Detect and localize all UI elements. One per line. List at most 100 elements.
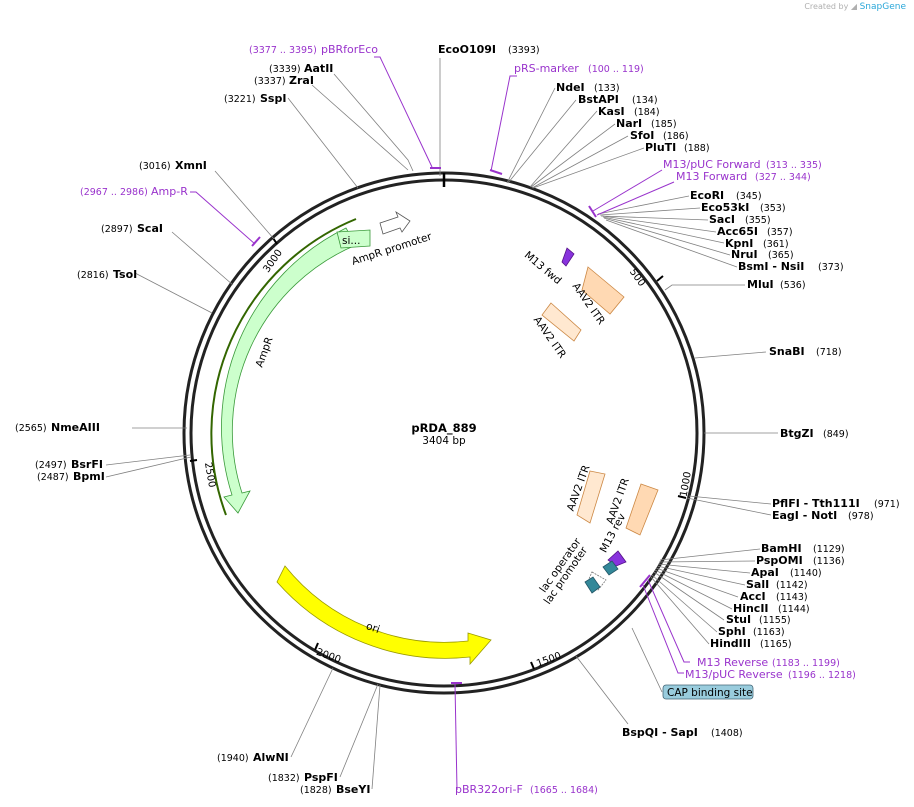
signal-feature bbox=[336, 229, 371, 249]
enzyme-snabi: SnaBI bbox=[769, 345, 805, 358]
enzyme-bpmi-pos: (2487) bbox=[37, 472, 69, 483]
cap-site-label: CAP binding site bbox=[667, 687, 753, 699]
itr-top-b-feature bbox=[541, 302, 582, 342]
primer-m13-puc-forward: M13/pUC Forward bbox=[663, 158, 761, 171]
enzyme-sali: SalI bbox=[746, 578, 769, 591]
enzyme-ecori-pos: (345) bbox=[736, 191, 762, 202]
enzyme-eco53ki: Eco53kI bbox=[701, 201, 749, 214]
enzyme-bstapi-pos: (134) bbox=[632, 95, 658, 106]
enzyme-bamhi: BamHI bbox=[761, 542, 802, 555]
enzyme-nmeaiii: NmeAIII bbox=[51, 421, 100, 434]
enzyme-hindiii: HindIII bbox=[710, 637, 751, 650]
ampr-orf-line bbox=[210, 218, 357, 516]
enzyme-xmni-pos: (3016) bbox=[139, 161, 171, 172]
enzyme-stui-pos: (1155) bbox=[759, 615, 791, 626]
enzyme-pflfi-tth111i-pos: (971) bbox=[874, 499, 900, 510]
enzyme-sspi: SspI bbox=[260, 92, 286, 105]
enzyme-btgzi-pos: (849) bbox=[823, 429, 849, 440]
primer-pbrforeco-pos: (3377 .. 3395) bbox=[249, 45, 317, 56]
enzyme-bspqi-sapi: BspQI - SapI bbox=[622, 726, 698, 739]
itr-top-a-feature bbox=[581, 266, 625, 315]
signal-label: si... bbox=[342, 235, 360, 247]
tick-label-3000: 3000 bbox=[261, 248, 285, 275]
m13-fwd-label: M13 fwd bbox=[522, 249, 564, 287]
primer-pbr322ori-f: pBR322ori-F bbox=[455, 783, 523, 796]
enzyme-aatii-pos: (3339) bbox=[269, 64, 301, 75]
enzyme-eco53ki-pos: (353) bbox=[760, 203, 786, 214]
enzyme-sfoi-pos: (186) bbox=[663, 131, 689, 142]
enzyme-apai-pos: (1140) bbox=[790, 568, 822, 579]
enzyme-saci: SacI bbox=[709, 213, 735, 226]
enzyme-scai: ScaI bbox=[137, 222, 163, 235]
primer-m13-puc-reverse-pos: (1196 .. 1218) bbox=[788, 670, 856, 681]
primer-pbrforeco: pBRforEco bbox=[321, 43, 378, 56]
plasmid-length: 3404 bp bbox=[422, 435, 466, 447]
ampr-feature bbox=[221, 227, 357, 514]
enzyme-sphi-pos: (1163) bbox=[753, 627, 785, 638]
enzyme-hincii-pos: (1144) bbox=[778, 604, 810, 615]
enzyme-zrai: ZraI bbox=[289, 74, 314, 87]
enzyme-pluti: PluTI bbox=[645, 141, 676, 154]
enzyme-bsrfi-pos: (2497) bbox=[35, 460, 67, 471]
enzyme-mlui: MluI bbox=[747, 278, 774, 291]
enzyme-pspfi-pos: (1832) bbox=[268, 773, 300, 784]
enzyme-tsoi: TsoI bbox=[113, 268, 137, 281]
enzyme-pflfi-tth111i: PflFI - Tth111I bbox=[772, 497, 860, 510]
enzyme-alwni-pos: (1940) bbox=[217, 753, 249, 764]
cap-site-badge bbox=[662, 684, 754, 700]
enzyme-ecori: EcoRI bbox=[690, 189, 724, 202]
tick-1500 bbox=[530, 661, 535, 670]
enzyme-bsmi-nsii-pos: (373) bbox=[818, 262, 844, 273]
enzyme-kpni: KpnI bbox=[725, 237, 753, 250]
cap-site-feature bbox=[584, 576, 601, 594]
tick-1000 bbox=[677, 495, 687, 499]
enzyme-sfoi: SfoI bbox=[630, 129, 654, 142]
enzyme-leaders bbox=[105, 58, 778, 790]
enzyme-mlui-pos: (536) bbox=[780, 280, 806, 291]
enzyme-sspi-pos: (3221) bbox=[224, 94, 256, 105]
tick-2500 bbox=[189, 459, 198, 462]
enzyme-scai-pos: (2897) bbox=[101, 224, 133, 235]
lac-operator-feature bbox=[602, 560, 619, 576]
tick-label-1000: 1000 bbox=[679, 471, 694, 498]
credit-brand: SnapGene bbox=[859, 2, 906, 12]
primer-amp-r: Amp-R bbox=[151, 185, 188, 198]
enzyme-bsrfi: BsrFI bbox=[71, 458, 103, 471]
enzyme-btgzi: BtgZI bbox=[780, 427, 814, 440]
enzyme-aatii: AatII bbox=[304, 62, 333, 75]
enzyme-bseyi-pos: (1828) bbox=[300, 785, 332, 796]
enzyme-nrui: NruI bbox=[731, 248, 758, 261]
tick-2000 bbox=[314, 642, 319, 651]
enzyme-bsmi-nsii: BsmI - NsiI bbox=[738, 260, 804, 273]
enzyme-tsoi-pos: (2816) bbox=[77, 270, 109, 281]
primer-prs-marker-pos: (100 .. 119) bbox=[588, 64, 644, 75]
primer-m13-forward-pos: (327 .. 344) bbox=[755, 172, 811, 183]
enzyme-eagi-noti: EagI - NotI bbox=[772, 509, 837, 522]
snapgene-logo-icon: ◢ bbox=[850, 2, 858, 11]
enzyme-ecoo109i-pos: (3393) bbox=[508, 45, 540, 56]
lac-promoter-arrow bbox=[587, 571, 607, 591]
enzyme-bspqi-sapi-pos: (1408) bbox=[711, 728, 743, 739]
ori-feature bbox=[276, 565, 492, 666]
enzyme-hindiii-pos: (1165) bbox=[760, 639, 792, 650]
enzyme-nrui-pos: (365) bbox=[768, 250, 794, 261]
tick-label-2000: 2000 bbox=[315, 647, 343, 666]
enzyme-pluti-pos: (188) bbox=[684, 143, 710, 154]
itr-bot-a-feature bbox=[576, 470, 606, 524]
enzyme-pspfi: PspFI bbox=[304, 771, 338, 784]
enzyme-eagi-noti-pos: (978) bbox=[848, 511, 874, 522]
enzyme-apai: ApaI bbox=[751, 566, 779, 579]
enzyme-nari-pos: (185) bbox=[651, 119, 677, 130]
enzyme-hincii: HincII bbox=[733, 602, 769, 615]
enzyme-ndei: NdeI bbox=[556, 81, 585, 94]
tick-label-500: 500 bbox=[627, 267, 647, 289]
enzyme-pspomi: PspOMI bbox=[756, 554, 803, 567]
enzyme-sphi: SphI bbox=[718, 625, 746, 638]
enzyme-kpni-pos: (361) bbox=[763, 239, 789, 250]
enzyme-acc65i: Acc65I bbox=[717, 225, 758, 238]
primer-m13-reverse-pos: (1183 .. 1199) bbox=[772, 658, 840, 669]
enzyme-acc65i-pos: (357) bbox=[767, 227, 793, 238]
primer-m13-reverse: M13 Reverse bbox=[697, 656, 768, 669]
primer-prs-marker: pRS-marker bbox=[514, 62, 579, 75]
